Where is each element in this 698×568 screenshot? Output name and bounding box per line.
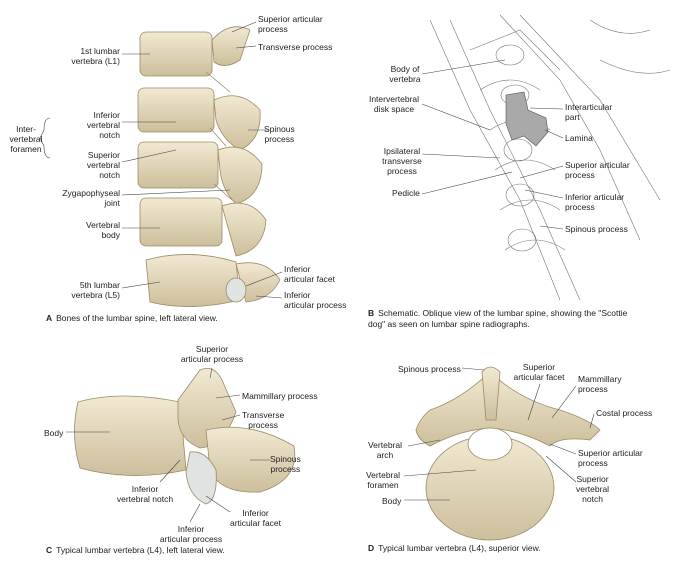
label-a-first-lumbar: 1st lumbar vertebra (L1) [71, 46, 120, 66]
label-c-mammillary-process: Mammillary process [242, 391, 318, 401]
label-b-ipsilateral-transverse-process: Ipsilateral transverse process [382, 146, 422, 176]
label-a-spinous-process: Spinous process [264, 124, 295, 144]
label-a-superior-articular-process: Superior articular process [258, 14, 323, 34]
label-c-inferior-articular-process: Inferior articular process [159, 524, 223, 544]
label-d-body: Body [382, 496, 402, 506]
panel-a-leader-lines [39, 21, 283, 299]
caption-a-letter: A [46, 313, 53, 323]
caption-a-text: Bones of the lumbar spine, left lateral … [56, 313, 218, 323]
label-b-pedicle: Pedicle [392, 188, 420, 198]
caption-c-letter: C [46, 545, 53, 555]
panel-b-leader-lines [421, 59, 564, 230]
label-b-lamina: Lamina [565, 133, 593, 143]
label-c-inferior-vertebral-notch: Inferior vertebral notch [116, 484, 174, 504]
caption-d-text: Typical lumbar vertebra (L4), superior v… [378, 543, 541, 553]
label-a-transverse-process: Transverse process [258, 42, 333, 52]
label-a-fifth-lumbar: 5th lumbar vertebra (L5) [71, 280, 120, 300]
label-a-vertebral-body: Vertebral body [85, 220, 120, 240]
label-b-interarticular-part: Interarticular part [565, 102, 613, 122]
label-a-inferior-vertebral-notch: Inferior vertebral notch [86, 110, 120, 140]
scottie-dog-highlight [505, 91, 549, 147]
label-c-spinous-process: Spinous process [270, 454, 301, 474]
label-d-vertebral-arch: Vertebral arch [367, 440, 403, 460]
caption-c-text: Typical lumbar vertebra (L4), left later… [56, 545, 225, 555]
panel-c-leader-lines [66, 367, 270, 523]
label-b-superior-articular-process: Superior articular process [565, 160, 630, 180]
lumbar-spine-lateral-illustration [137, 26, 281, 307]
label-a-inferior-articular-facet: Inferior articular facet [284, 264, 336, 284]
l4-superior-illustration [415, 366, 601, 541]
l4-lateral-illustration [74, 367, 296, 505]
label-b-intervertebral-disk-space: Intervertebral disk space [368, 94, 420, 114]
label-a-zygapophyseal-joint: Zygapophyseal joint [62, 188, 120, 208]
caption-b-text: Schematic. Oblique view of the lumbar sp… [368, 308, 628, 329]
label-b-inferior-articular-process: Inferior articular process [565, 192, 625, 212]
label-a-inferior-articular-process: Inferior articular process [284, 290, 347, 310]
label-c-transverse-process: Transverse process [242, 410, 285, 430]
scottie-dog-schematic [429, 14, 671, 301]
label-d-vertebral-foramen: Vertebral foramen [365, 470, 401, 490]
panel-d-leader-lines [403, 367, 595, 501]
label-c-inferior-articular-facet: Inferior articular facet [230, 508, 282, 528]
label-d-superior-articular-facet: Superior articular facet [513, 362, 565, 382]
label-b-spinous-process: Spinous process [565, 224, 628, 234]
caption-d-letter: D [368, 543, 375, 553]
label-b-body-of-vertebra: Body of vertebra [389, 64, 421, 84]
label-d-superior-vertebral-notch: Superior vertebral notch [576, 474, 610, 504]
label-d-superior-articular-process: Superior articular process [578, 448, 643, 468]
label-c-body: Body [44, 428, 64, 438]
label-c-superior-articular-process: Superior articular process [180, 344, 244, 364]
label-a-superior-vertebral-notch: Superior vertebral notch [86, 150, 120, 180]
label-d-costal-process: Costal process [596, 408, 653, 418]
caption-b-letter: B [368, 308, 375, 318]
label-a-intervertebral-foramen: Inter- vertebral foramen [9, 124, 43, 154]
label-d-mammillary-process: Mammillary process [578, 374, 622, 394]
label-d-spinous-process: Spinous process [398, 364, 461, 374]
